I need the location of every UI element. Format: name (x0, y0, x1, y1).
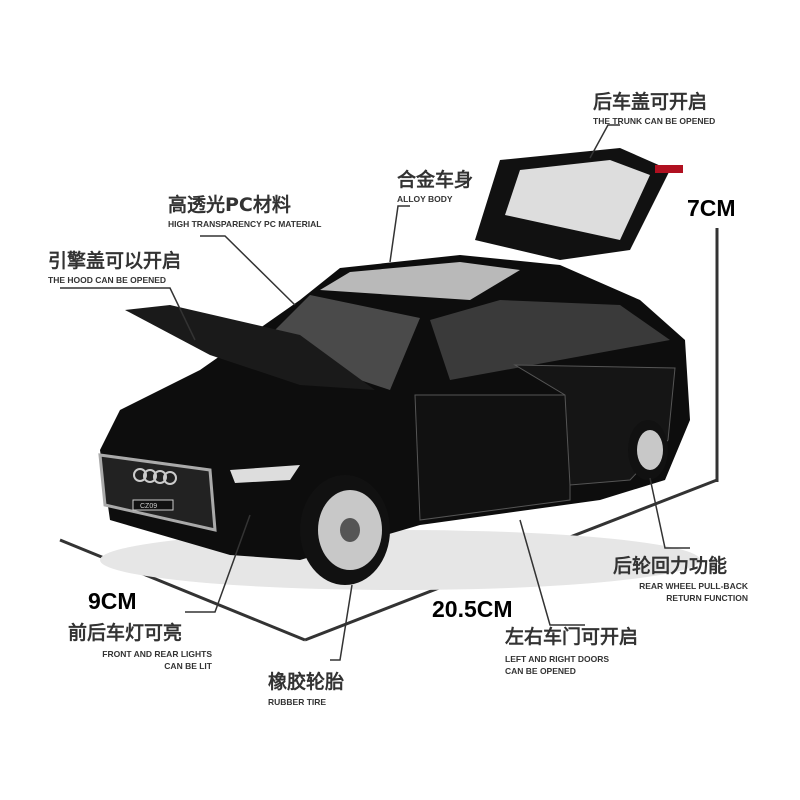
doors-line1: LEFT AND RIGHT DOORS (505, 654, 610, 664)
lights-label-en: FRONT AND REAR LIGHTS CAN BE LIT (60, 648, 212, 672)
alloy-body-label-en: ALLOY BODY (397, 194, 453, 204)
front-wheel (300, 475, 390, 585)
rear-wheel (628, 420, 668, 480)
leader-lines (60, 124, 690, 661)
license-plate: CZ09 (140, 503, 157, 510)
lights-line1: FRONT AND REAR LIGHTS (102, 649, 212, 659)
lights-label: 前后车灯可亮 (68, 622, 183, 644)
pullback-line1: REAR WHEEL PULL-BACK (639, 581, 748, 591)
length-dimension: 20.5CM (432, 596, 513, 622)
height-dimension: 7CM (687, 195, 736, 221)
pc-material-label-en: HIGH TRANSPARENCY PC MATERIAL (168, 219, 322, 229)
doors-label: 左右车门可开启 (505, 626, 639, 648)
doors-label-en: LEFT AND RIGHT DOORS CAN BE OPENED (505, 653, 609, 677)
doors-line2: CAN BE OPENED (505, 666, 576, 676)
pullback-line2: RETURN FUNCTION (666, 593, 748, 603)
tire-label-en: RUBBER TIRE (268, 697, 327, 707)
hood-label-en: THE HOOD CAN BE OPENED (48, 275, 167, 285)
car-body: CZ09 (98, 255, 690, 560)
pullback-label-en: REAR WHEEL PULL-BACK RETURN FUNCTION (600, 580, 748, 604)
lights-line2: CAN BE LIT (164, 661, 212, 671)
tire-label: 橡胶轮胎 (268, 671, 345, 693)
trunk-lid (475, 148, 683, 260)
alloy-body-label: 合金车身 (397, 169, 474, 191)
pullback-label: 后轮回力功能 (613, 555, 728, 577)
trunk-label: 后车盖可开启 (593, 91, 708, 113)
hood-label: 引擎盖可以开启 (48, 250, 182, 272)
width-dimension: 9CM (88, 588, 137, 614)
trunk-label-en: THE TRUNK CAN BE OPENED (593, 116, 716, 126)
pc-material-label: 高透光PC材料 (168, 194, 291, 216)
